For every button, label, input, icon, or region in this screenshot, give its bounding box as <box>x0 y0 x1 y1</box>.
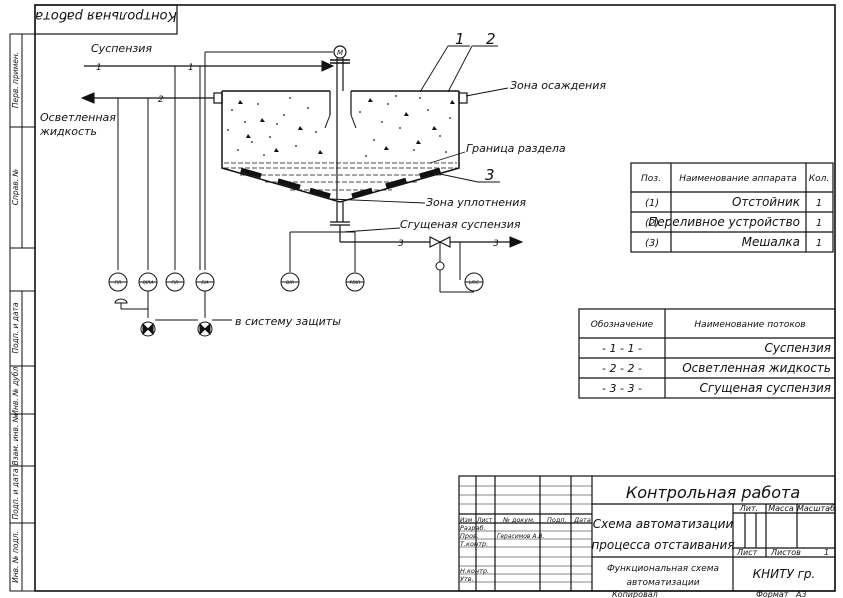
motor-icon <box>333 45 347 59</box>
tb-prov-name: Герасимов А.В. <box>497 533 544 540</box>
streams-row-2-name: Осветленная жидкость <box>682 361 831 375</box>
tb-listov: Листов <box>770 548 801 557</box>
tb-col-doc: № докум. <box>502 516 535 524</box>
streams-row-2-code: - 2 - 2 - <box>602 362 642 375</box>
equipment-row-3-pos: (3) <box>645 238 659 249</box>
side-label-inv-podl: Инв. № подл. <box>11 531 20 583</box>
tb-col-izm: Изм <box>460 517 473 524</box>
callouts <box>329 45 509 233</box>
sediment-speckles <box>227 95 455 157</box>
equipment-row-2-qty: 1 <box>816 218 822 229</box>
left-binding-strip <box>9 33 36 592</box>
equipment-table: Поз. Наименование аппарата Кол. (1) Отст… <box>630 162 834 253</box>
thick-line <box>289 225 524 293</box>
streams-header-name: Наименование потоков <box>694 320 805 330</box>
line-mark-1b: 1 <box>188 63 194 73</box>
alarm-devices <box>114 291 232 337</box>
tb-prov: Пров. <box>460 532 479 540</box>
side-label-perv: Перв. примен. <box>11 52 20 108</box>
tb-masshtab: Масштаб <box>797 504 835 513</box>
equipment-header-pos: Поз. <box>641 174 661 184</box>
diagram-labels: Суспензия Осветленная жидкость Зона осаж… <box>39 30 606 328</box>
label-clarified-1: Осветленная <box>40 111 116 124</box>
equipment-row-3-qty: 1 <box>816 238 822 249</box>
equipment-row-1-qty: 1 <box>816 198 822 209</box>
streams-row-1-code: - 1 - 1 - <box>602 342 642 355</box>
side-labels: Перв. примен. Справ. № Подп. и дата Инв.… <box>11 52 20 583</box>
callout-2: 2 <box>486 30 496 48</box>
title-block-scheme-2: процесса отстаивания <box>591 538 734 552</box>
label-compaction-zone: Зона уплотнения <box>426 196 526 209</box>
label-suspension: Суспензия <box>91 42 152 55</box>
caption-copied: Копировал <box>612 590 658 598</box>
clarified-line <box>80 92 214 270</box>
line-mark-3b: 3 <box>493 239 499 249</box>
tb-col-podp: Подп. <box>547 516 567 524</box>
side-label-podp-1: Подп. и дата <box>11 302 20 353</box>
sheet-frame <box>34 4 836 592</box>
tb-massa: Масса <box>768 504 794 513</box>
equipment-header-name: Наименование аппарата <box>679 174 797 184</box>
streams-table: Обозначение Наименование потоков - 1 - 1… <box>578 308 836 399</box>
caption-format-val: А3 <box>795 590 807 598</box>
tb-col-date: Дата <box>573 516 591 524</box>
instrument-tag-7: LIRC <box>469 280 480 286</box>
equipment-row-2-pos: (2) <box>645 218 659 229</box>
callout-1: 1 <box>455 30 465 48</box>
tb-lit: Лит. <box>739 504 758 513</box>
equipment-header-qty: Кол. <box>809 174 830 184</box>
instrument-tag-6: PDIR <box>350 280 361 286</box>
instrument-tag-2: QIRA <box>142 280 153 286</box>
settler-tank <box>213 90 468 226</box>
tb-tkontr: Т.контр. <box>460 540 488 548</box>
label-to-protection: в систему защиты <box>235 315 341 328</box>
stirrer <box>324 45 357 200</box>
side-label-inv-dubl: Инв. № дубл. <box>11 364 20 415</box>
top-stamp-text: Контрольная работа <box>35 8 177 23</box>
equipment-row-1-name: Отстойник <box>732 195 801 209</box>
label-interface: Граница раздела <box>466 142 566 155</box>
equipment-row-3-name: Мешалка <box>742 235 800 249</box>
label-clarified-2: жидкость <box>39 125 97 138</box>
streams-header-code: Обозначение <box>591 320 654 330</box>
label-thick-suspension: Сгущеная суспензия <box>400 218 521 231</box>
line-mark-2: 2 <box>158 95 164 105</box>
label-settling-zone: Зона осаждения <box>510 79 606 92</box>
side-label-vzam: Взам. инв. № <box>11 414 20 465</box>
streams-row-1-name: Суспензия <box>764 341 831 355</box>
callout-3: 3 <box>485 166 495 184</box>
title-block-scheme-1: Схема автоматизации <box>593 517 734 531</box>
title-block-org: КНИТУ гр. <box>753 567 816 581</box>
title-block-func-1: Функциональная схема <box>607 564 719 574</box>
title-block-func-2: автоматизации <box>626 578 699 588</box>
title-block-doc-title: Контрольная работа <box>626 483 800 502</box>
tb-col-list: Лист <box>476 517 493 524</box>
tb-list: Лист <box>736 548 758 557</box>
line-mark-3a: 3 <box>398 239 404 249</box>
tb-utv: Утв. <box>460 575 474 583</box>
streams-row-3-name: Сгущеная суспензия <box>700 381 831 395</box>
instrument-tag-5: DIR <box>286 280 294 286</box>
tb-nkontr: Н.контр. <box>460 567 489 575</box>
title-block: Контрольная работа Схема автоматизации п… <box>458 475 836 592</box>
side-label-podp-2: Подп. и дата <box>11 468 20 519</box>
side-label-sprav: Справ. № <box>11 169 20 206</box>
streams-row-3-code: - 3 - 3 - <box>602 382 642 395</box>
feed-line <box>84 60 335 270</box>
tb-listov-val: 1 <box>824 548 829 557</box>
equipment-row-2-name: Переливное устройство <box>648 215 800 229</box>
top-stamp: Контрольная работа <box>34 4 178 35</box>
process-diagram: M <box>80 45 524 337</box>
caption-format: Формат <box>756 590 789 598</box>
instrument-bubbles <box>108 272 484 292</box>
instrument-tag-1: FIR <box>114 280 121 286</box>
line-mark-1a: 1 <box>96 63 102 73</box>
equipment-row-1-pos: (1) <box>645 198 659 209</box>
tb-razrab: Разраб. <box>460 524 486 532</box>
instrument-tag-3: FIR <box>171 280 178 286</box>
instrument-tag-4: EIA <box>201 280 208 286</box>
motor-label: M <box>337 49 343 57</box>
